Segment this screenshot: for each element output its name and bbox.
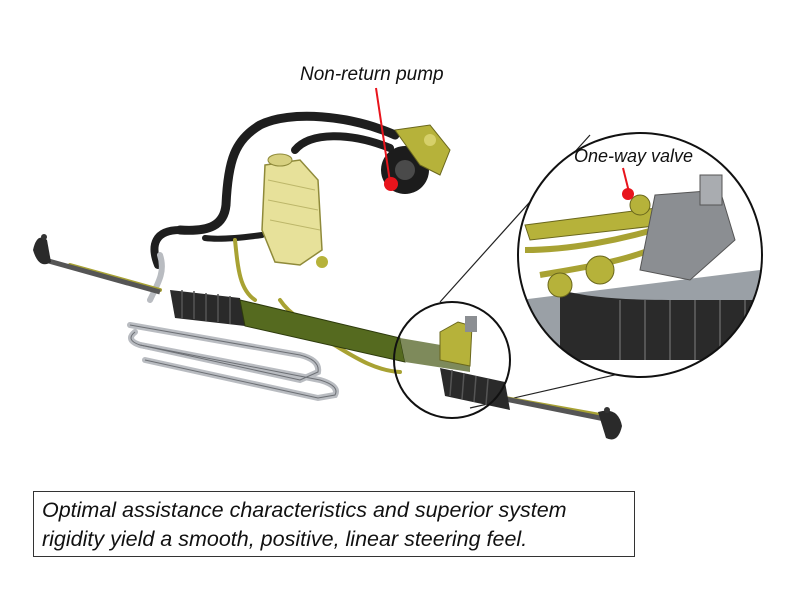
caption-line-1: Optimal assistance characteristics and s… (42, 498, 567, 522)
valve-label: One-way valve (574, 146, 694, 166)
hose-lines (150, 111, 400, 269)
pump-callout (375, 87, 398, 191)
steering-rack (170, 290, 510, 410)
magnified-valve-view (517, 132, 763, 378)
valve-callout (622, 167, 634, 200)
caption-box: Optimal assistance characteristics and s… (33, 491, 635, 557)
detail-circle (393, 301, 511, 419)
cooler-pipes-outline (129, 324, 337, 399)
fluid-reservoir (261, 153, 328, 268)
right-tie-rod (499, 395, 622, 440)
left-tie-rod (33, 234, 161, 295)
caption-line-2: rigidity yield a smooth, positive, linea… (42, 527, 528, 551)
pump-label: Non-return pump (300, 64, 444, 85)
